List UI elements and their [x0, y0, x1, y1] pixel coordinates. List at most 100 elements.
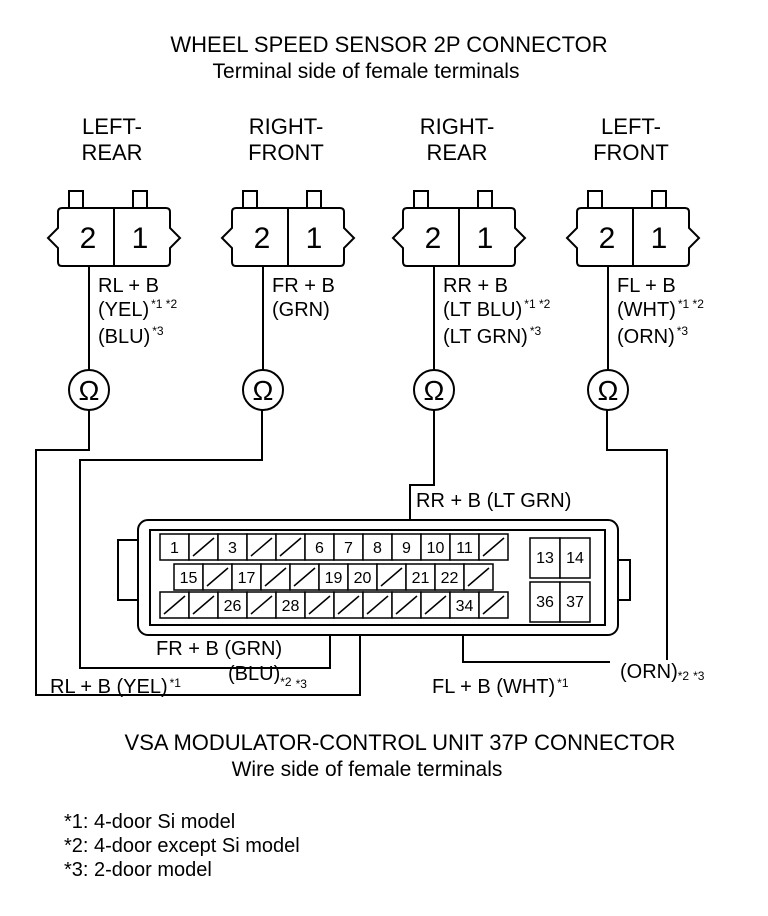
- rl-wire-label: RL + B (YEL)*1: [50, 676, 181, 698]
- vsa-pin-21: 21: [412, 570, 430, 587]
- sensor-name-line1: LEFT-: [82, 114, 142, 139]
- fl-text: FL + B (WHT): [432, 676, 555, 698]
- wire-note-2: *1 *2: [151, 297, 177, 311]
- vsa-cell: [304, 533, 335, 561]
- wire-label-3: (ORN)*3: [617, 324, 688, 348]
- blu-note-2: *3: [296, 677, 308, 691]
- vsa-cell: [449, 591, 480, 619]
- wire-color-3: (ORN): [617, 326, 675, 348]
- vsa-pin-22: 22: [441, 570, 459, 587]
- blu-note-1: *2: [280, 675, 292, 689]
- vsa-pin-14: 14: [566, 550, 584, 567]
- vsa-pin-36: 36: [536, 594, 554, 611]
- vsa-pin-20: 20: [354, 570, 372, 587]
- pin-2: 2: [254, 222, 271, 255]
- pin-2: 2: [425, 222, 442, 255]
- vsa-pin-3: 3: [228, 540, 237, 557]
- vsa-pin-28: 28: [282, 598, 300, 615]
- wire-label-1: RL + B: [98, 275, 159, 297]
- vsa-pin-13: 13: [536, 550, 554, 567]
- sensor-name-line2: FRONT: [593, 140, 669, 165]
- harness-wires: [35, 410, 668, 696]
- footnote-2: *2: 4-door except Si model: [64, 835, 300, 857]
- vsa-pin-6: 6: [315, 540, 324, 557]
- sensor-name-line2: FRONT: [248, 140, 324, 165]
- vsa-empty-slash: [264, 567, 287, 587]
- vsa-cell: [405, 563, 436, 591]
- pin-2: 2: [599, 222, 616, 255]
- footnote-3: *3: 2-door model: [64, 859, 212, 881]
- vsa-title: VSA MODULATOR-CONTROL UNIT 37P CONNECTOR: [125, 730, 676, 755]
- vsa-pin-37: 37: [566, 594, 584, 611]
- sensor-name-line1: LEFT-: [601, 114, 661, 139]
- orn-color: (ORN): [620, 661, 678, 683]
- vsa-empty-slash: [395, 595, 418, 615]
- vsa-cell: [173, 563, 204, 591]
- vsa-pin-10: 10: [427, 540, 445, 557]
- vsa-empty-slash: [192, 537, 215, 557]
- vsa-pin-9: 9: [402, 540, 411, 557]
- ohm-icon: Ω: [424, 375, 445, 406]
- wire-label-2: (WHT)*1 *2: [617, 297, 704, 321]
- blu-wire-label: (BLU)*2*3: [228, 663, 307, 691]
- vsa-pin-26: 26: [224, 598, 242, 615]
- sensor-name-line2: REAR: [81, 140, 142, 165]
- wire-label-2: (LT BLU)*1 *2: [443, 297, 551, 321]
- footnote-1: *1: 4-door Si model: [64, 811, 235, 833]
- vsa-subtitle: Wire side of female terminals: [232, 758, 503, 781]
- vsa-empty-slash: [467, 567, 490, 587]
- wire-color-2: (GRN): [272, 299, 330, 321]
- vsa-cell: [420, 533, 451, 561]
- vsa-empty-slash: [250, 537, 273, 557]
- vsa-cell: [559, 581, 591, 623]
- pin-2: 2: [80, 222, 97, 255]
- vsa-empty-slash: [250, 595, 273, 615]
- vsa-pin-34: 34: [456, 598, 474, 615]
- wire-color-2: (YEL): [98, 299, 149, 321]
- wire-label-1: FL + B: [617, 275, 676, 297]
- wire-label-3: (LT GRN)*3: [443, 324, 541, 348]
- rl-text: RL + B (YEL): [50, 676, 168, 698]
- vsa-empty-slash: [366, 595, 389, 615]
- sensor-name-line1: RIGHT-: [420, 114, 495, 139]
- wire-note-3: *3: [152, 324, 164, 338]
- fr-wire-label: FR + B (GRN): [156, 638, 282, 660]
- vsa-pin-17: 17: [238, 570, 256, 587]
- ohm-icon: Ω: [253, 375, 274, 406]
- sensor-name-line1: RIGHT-: [249, 114, 324, 139]
- orn-wire-label: (ORN)*2*3: [620, 661, 705, 683]
- vsa-cell: [434, 563, 465, 591]
- vsa-empty-slash: [206, 567, 229, 587]
- wire-note-3: *3: [530, 324, 542, 338]
- wire-label-1: RR + B: [443, 275, 508, 297]
- pin-1: 1: [651, 222, 668, 255]
- vsa-pin-15: 15: [180, 570, 198, 587]
- vsa-cell: [231, 563, 262, 591]
- wire-color-2: (WHT): [617, 299, 676, 321]
- rl-note: *1: [170, 676, 182, 690]
- fl-note: *1: [557, 676, 569, 690]
- vsa-empty-slash: [293, 567, 316, 587]
- vsa-cell: [391, 533, 422, 561]
- wire-label-1: FR + B: [272, 275, 335, 297]
- vsa-empty-slash: [308, 595, 331, 615]
- wire-label-2: (GRN): [272, 299, 330, 321]
- vsa-pin-7: 7: [344, 540, 353, 557]
- pin-1: 1: [306, 222, 323, 255]
- wire-label-2: (YEL)*1 *2: [98, 297, 177, 321]
- vsa-empty-slash: [380, 567, 403, 587]
- vsa-cell: [449, 533, 480, 561]
- vsa-empty-slash: [482, 537, 505, 557]
- ohm-icon: Ω: [598, 375, 619, 406]
- vsa-pin-19: 19: [325, 570, 343, 587]
- vsa-cell: [362, 533, 393, 561]
- wire-note-2: *1 *2: [524, 297, 550, 311]
- vsa-empty-slash: [337, 595, 360, 615]
